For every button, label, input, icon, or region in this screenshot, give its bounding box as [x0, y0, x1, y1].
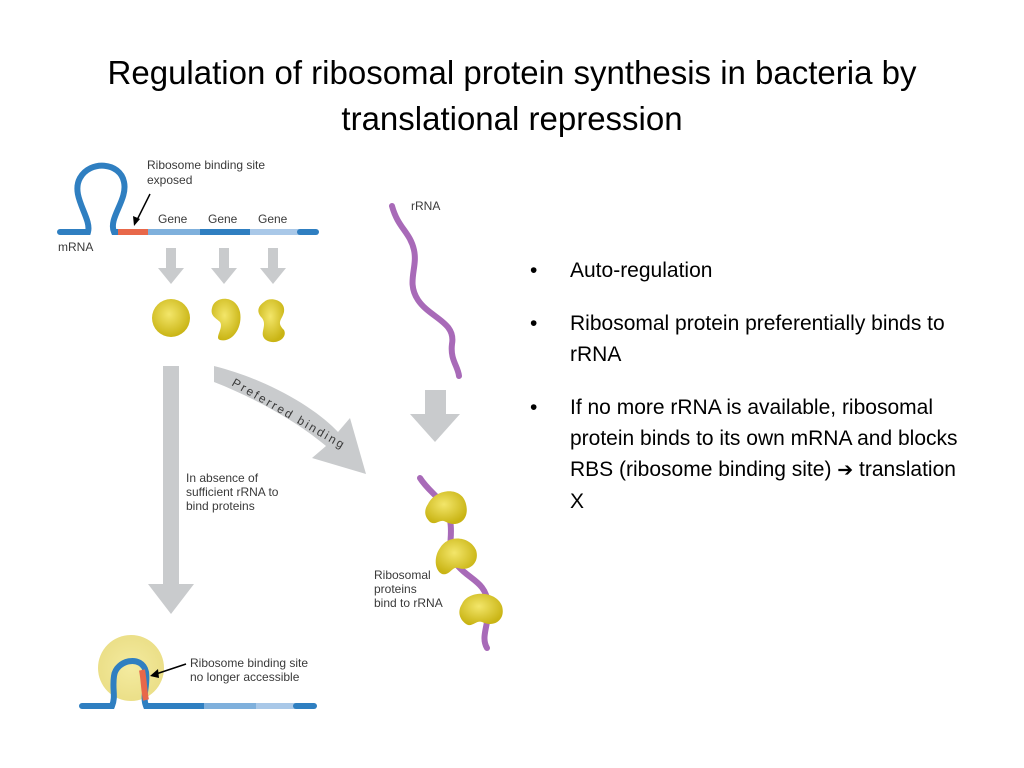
bound-label-3: bind to rRNA	[374, 596, 443, 610]
bullet-preferential-binding: • Ribosomal protein preferentially binds…	[530, 308, 970, 370]
bullet-text: Ribosomal protein preferentially binds t…	[570, 312, 945, 366]
right-arrow-icon: ➔	[837, 460, 854, 481]
bound-protein-1	[425, 491, 467, 524]
translation-arrows	[158, 248, 286, 284]
preferred-binding-label: Preferred binding	[230, 375, 349, 452]
bullet-list: • Auto-regulation • Ribosomal protein pr…	[530, 255, 970, 539]
rrna-free	[389, 203, 462, 379]
rbs-blocked-label-2: no longer accessible	[190, 670, 300, 684]
protein-crescent	[211, 298, 241, 341]
gene-label-3: Gene	[258, 212, 288, 226]
bullet-text-before: If no more rRNA is available, ribosomal …	[570, 396, 958, 481]
bound-label-2: proteins	[374, 582, 417, 596]
protein-hourglass	[258, 299, 285, 343]
absence-label-1: In absence of	[186, 471, 259, 485]
bullet-text: Auto-regulation	[570, 259, 713, 282]
rbs-blocked-pointer-line	[155, 663, 187, 675]
rbs-blocked-pointer-head	[150, 669, 159, 678]
bound-protein-3	[459, 593, 503, 626]
title-line-2: translational repression	[341, 100, 683, 137]
slide-title: Regulation of ribosomal protein synthesi…	[0, 50, 1024, 142]
bullet-no-rrna: • If no more rRNA is available, ribosoma…	[530, 392, 970, 517]
title-line-1: Regulation of ribosomal protein synthesi…	[107, 54, 917, 91]
rbs-blocked-label-1: Ribosome binding site	[190, 656, 308, 670]
down-arrow-1	[158, 248, 184, 284]
rbs-pointer-line	[135, 193, 151, 223]
mrna-top	[57, 162, 319, 235]
bullet-dot: •	[530, 259, 538, 282]
preferred-binding-arrow	[214, 366, 366, 474]
bullet-text-after: translation X	[570, 458, 956, 513]
rbs-exposed-label-1: Ribosome binding site	[147, 158, 265, 172]
bullet-dot: •	[530, 312, 538, 335]
rbs-blocked-segment	[139, 669, 149, 701]
repressor-halo	[98, 635, 164, 701]
bullet-auto-regulation: • Auto-regulation	[530, 255, 970, 286]
bound-protein-2	[435, 538, 477, 575]
gene-label-2: Gene	[208, 212, 238, 226]
down-arrow-2	[211, 248, 237, 284]
down-arrow-3	[260, 248, 286, 284]
rrna-label: rRNA	[411, 199, 440, 213]
bullet-dot: •	[530, 396, 538, 419]
protein-round	[152, 299, 190, 337]
mrna-label: mRNA	[58, 240, 93, 254]
rbs-exposed-label-2: exposed	[147, 173, 192, 187]
gene-label-1: Gene	[158, 212, 188, 226]
absence-label-3: bind proteins	[186, 499, 255, 513]
rrna-down-arrow	[410, 390, 460, 442]
long-down-arrow	[148, 366, 194, 614]
mrna-bottom	[79, 658, 317, 709]
mrna-hairpin	[57, 162, 128, 235]
rbs-pointer-head	[133, 216, 140, 226]
absence-label-2: sufficient rRNA to	[186, 485, 279, 499]
bound-label-1: Ribosomal	[374, 568, 431, 582]
